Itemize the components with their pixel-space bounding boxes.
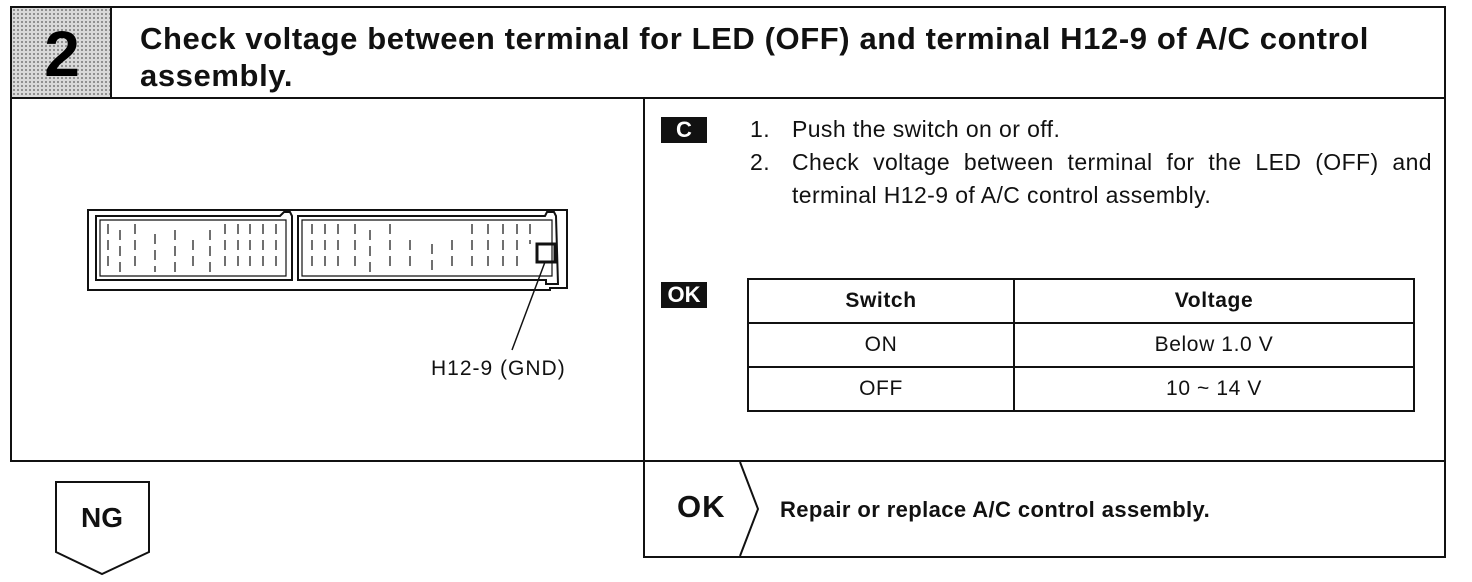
column-header-voltage: Voltage [1013, 278, 1415, 324]
step-number-box: 2 [12, 8, 112, 97]
column-header-switch: Switch [747, 278, 1015, 324]
terminal-label: H12-9 (GND) [431, 357, 566, 380]
column-divider [643, 97, 645, 558]
step-2-number: 2. [750, 149, 770, 175]
chevron-right-icon [739, 461, 760, 557]
table-cell: ON [747, 322, 1015, 368]
step-2-text: Check voltage between terminal for the L… [792, 149, 1432, 208]
ng-arrow-icon [55, 481, 150, 576]
step-1-number: 1. [750, 116, 770, 142]
connector-icon [87, 209, 568, 351]
step-header: 2 Check voltage between terminal for LED… [10, 6, 1446, 99]
table-row: ON Below 1.0 V [747, 322, 1415, 368]
ng-label: NG [81, 502, 123, 533]
voltage-table: Switch Voltage ON Below 1.0 V OFF 10 ~ 1… [747, 278, 1415, 412]
step-title: Check voltage between terminal for LED (… [140, 21, 1369, 93]
table-header-row: Switch Voltage [747, 278, 1415, 324]
table-cell: Below 1.0 V [1013, 322, 1415, 368]
table-cell: 10 ~ 14 V [1013, 366, 1415, 412]
step-1-text: Push the switch on or off. [792, 116, 1061, 142]
c-badge: C [661, 117, 707, 143]
ok-result-box [643, 460, 1446, 558]
ok-result-text: Repair or replace A/C control assembly. [780, 497, 1211, 522]
step-number: 2 [44, 18, 80, 90]
table-row: OFF 10 ~ 14 V [747, 366, 1415, 412]
table-cell: OFF [747, 366, 1015, 412]
ok-result-label: OK [677, 489, 726, 524]
ok-badge: OK [661, 282, 707, 308]
